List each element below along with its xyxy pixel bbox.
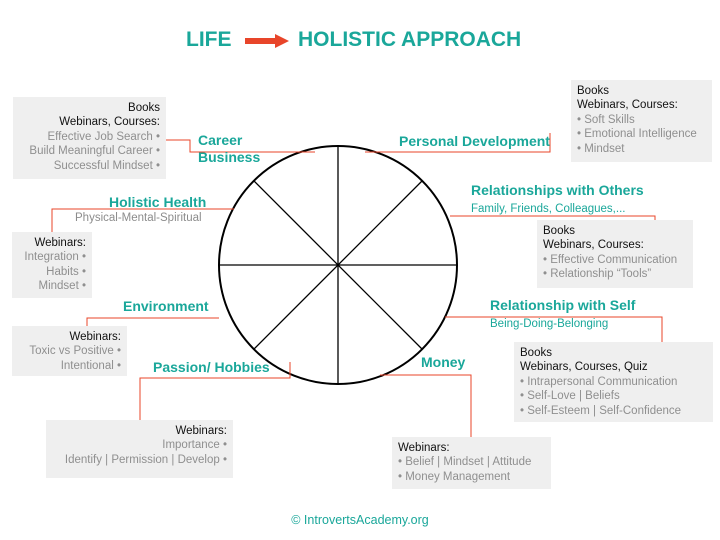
area-environment: Environment <box>123 298 209 314</box>
connector-environment <box>86 317 219 326</box>
box-item: • Effective Communication <box>543 253 678 266</box>
connector-relationship-self <box>445 316 663 342</box>
box-heading: Webinars: <box>175 425 227 437</box>
area-personal-development: Personal Development <box>399 133 550 149</box>
relationships-others-resources-box: Books Webinars, Courses: • Effective Com… <box>537 220 693 288</box>
holistic-health-resources-box: Webinars: Integration • Habits • Mindset… <box>12 232 92 298</box>
box-item: Integration • <box>24 251 86 264</box>
area-relationship-with-self: Relationship with Self <box>490 297 636 313</box>
box-item: • Mindset <box>577 142 625 155</box>
connector-lines <box>51 133 663 437</box>
career-resources-box: Books Webinars, Courses: Effective Job S… <box>13 97 166 179</box>
connector-passion <box>139 362 291 420</box>
area-career-line1: Career <box>198 132 243 148</box>
box-heading: Webinars: <box>34 237 86 249</box>
connector-career <box>166 139 315 153</box>
area-money: Money <box>421 354 466 370</box>
money-resources-box: Webinars: • Belief | Mindset | Attitude … <box>392 437 551 489</box>
area-career-line2: Business <box>198 149 261 165</box>
title-life: LIFE <box>186 28 232 51</box>
box-item: Toxic vs Positive • <box>29 345 121 358</box>
connector-relationships-others <box>450 215 656 220</box>
box-heading: Books <box>577 85 609 97</box>
relationship-self-subtitle: Being-Doing-Belonging <box>490 318 609 330</box>
box-item: • Relationship “Tools” <box>543 268 652 281</box>
environment-resources-box: Webinars: Toxic vs Positive • Intentiona… <box>12 326 127 376</box>
box-item: Mindset • <box>38 280 87 293</box>
box-item: Build Meaningful Career • <box>29 145 160 158</box>
box-heading: Books <box>543 225 575 237</box>
holistic-health-subtitle: Physical-Mental-Spiritual <box>75 212 202 224</box>
box-item: • Self-Love | Beliefs <box>520 390 620 403</box>
box-heading: Webinars: <box>69 331 121 343</box>
relationships-others-subtitle: Family, Friends, Colleagues,... <box>471 203 626 215</box>
box-item: Effective Job Search • <box>47 130 160 143</box>
box-heading: Books <box>128 102 160 114</box>
connector-personal-development <box>365 133 551 153</box>
box-item: • Emotional Intelligence <box>577 128 697 141</box>
wheel-spoke-diagonal-2 <box>253 180 423 350</box>
box-item: • Self-Esteem | Self-Confidence <box>520 404 682 417</box>
box-item: • Intrapersonal Communication <box>520 375 678 388</box>
box-heading: Webinars, Courses: <box>59 116 160 129</box>
box-heading: Webinars, Courses, Quiz <box>520 361 648 374</box>
box-heading: Books <box>520 347 552 359</box>
box-item: • Money Management <box>398 470 511 483</box>
title-holistic-approach: HOLISTIC APPROACH <box>298 28 522 51</box>
area-relationships-with-others: Relationships with Others <box>471 182 644 198</box>
box-heading: Webinars, Courses: <box>577 99 678 112</box>
connector-money <box>380 374 472 437</box>
box-item: • Soft Skills <box>577 113 635 126</box>
box-item: Intentional • <box>60 359 121 372</box>
area-passion-hobbies: Passion/ Hobbies <box>153 359 270 375</box>
box-item: • Belief | Mindset | Attitude <box>398 456 532 469</box>
wheel-spokes <box>219 146 457 384</box>
box-item: Importance • <box>162 439 227 452</box>
right-arrow-icon <box>245 34 289 48</box>
footer-copyright: © IntrovertsAcademy.org <box>291 513 429 527</box>
box-heading: Webinars: <box>398 442 450 454</box>
connector-holistic-health <box>51 208 234 232</box>
relationship-self-resources-box: Books Webinars, Courses, Quiz • Intraper… <box>514 342 713 422</box>
area-career: Career Business <box>198 132 260 166</box>
area-holistic-health: Holistic Health <box>109 194 207 210</box>
box-heading: Webinars, Courses: <box>543 239 644 252</box>
personal-development-resources-box: Books Webinars, Courses: • Soft Skills •… <box>571 80 712 162</box>
box-item: Habits • <box>46 265 86 278</box>
box-item: Successful Mindset • <box>53 159 160 172</box>
box-item: Identify | Permission | Develop • <box>64 453 227 466</box>
passion-hobbies-resources-box: Webinars: Importance • Identify | Permis… <box>46 420 233 478</box>
